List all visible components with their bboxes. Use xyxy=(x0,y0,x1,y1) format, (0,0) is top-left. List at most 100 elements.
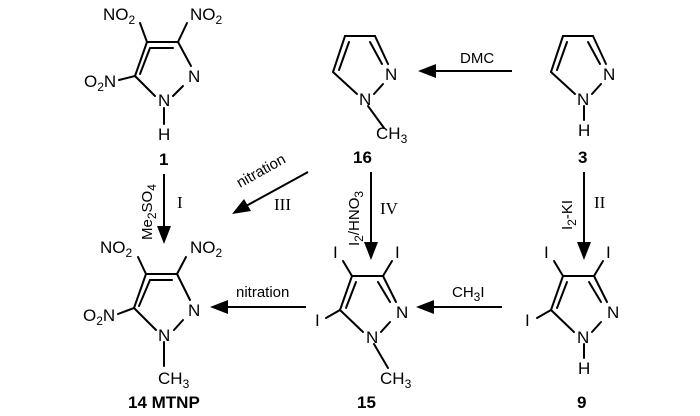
bond xyxy=(550,35,564,73)
bond xyxy=(591,83,602,95)
compound-16: N N CH3 16 xyxy=(332,35,408,167)
atom-n: N xyxy=(188,67,200,86)
bond xyxy=(176,256,187,275)
arrow-step-ii: I2-KI II xyxy=(559,172,606,260)
bond xyxy=(139,22,148,43)
arrow-ch3i: CH3I xyxy=(416,284,502,314)
atom-n: N xyxy=(158,91,170,110)
reagent-label: Me2SO4 xyxy=(139,184,159,240)
bond xyxy=(550,71,576,95)
step-label: II xyxy=(594,193,606,212)
arrow-head xyxy=(157,226,171,244)
compound-number-15: 15 xyxy=(357,393,376,412)
atom-h: H xyxy=(578,359,590,378)
compound-3: N N H 3 xyxy=(550,35,615,167)
compound-number-16: 16 xyxy=(353,148,372,167)
bond xyxy=(332,71,358,95)
step-label: III xyxy=(274,195,291,214)
atom-n: N xyxy=(188,301,200,320)
bond xyxy=(342,260,353,277)
bond xyxy=(133,273,147,309)
bond xyxy=(377,281,391,303)
atom-n: N xyxy=(603,65,615,84)
atom-n: N xyxy=(577,90,589,109)
nitro-group: O2N xyxy=(83,306,115,328)
compound-1: NO2 NO2 O2N N N H 1 xyxy=(84,5,223,169)
bond xyxy=(133,307,157,331)
reagent-label: CH3I xyxy=(452,284,485,304)
bond xyxy=(556,41,568,71)
bond xyxy=(373,343,389,369)
bond xyxy=(367,105,385,129)
methyl-group: CH3 xyxy=(376,124,408,146)
bond xyxy=(373,83,384,95)
reagent-label: DMC xyxy=(460,50,494,67)
bond xyxy=(172,85,184,97)
bond xyxy=(138,279,151,307)
bond xyxy=(382,275,397,303)
compound-number-3: 3 xyxy=(578,148,587,167)
atom-h: H xyxy=(158,125,170,144)
bond xyxy=(550,309,575,333)
bond xyxy=(173,319,184,331)
compound-15: I I I N N CH3 15 xyxy=(315,243,412,412)
atom-h: H xyxy=(578,121,590,140)
arrow-dmc: DMC xyxy=(418,50,512,78)
reagent-label: nitration xyxy=(234,151,289,192)
atom-n: N xyxy=(577,328,589,347)
arrow-step-iv: I2/HNO3 IV xyxy=(346,172,399,260)
compound-14: NO2 NO2 O2N N N CH3 14 MTNP xyxy=(83,238,223,412)
bond xyxy=(134,75,156,97)
nitro-group: NO2 xyxy=(190,238,223,260)
bond xyxy=(587,41,601,65)
bond xyxy=(593,275,608,303)
bond xyxy=(369,41,383,65)
arrow-step-i: Me2SO4 I xyxy=(139,174,183,244)
bond xyxy=(550,275,564,311)
iodine-atom: I xyxy=(525,311,530,330)
atom-n: N xyxy=(385,65,397,84)
methyl-group: CH3 xyxy=(380,369,412,391)
atom-n: N xyxy=(396,303,408,322)
bond xyxy=(382,260,393,277)
compound-9: I I I N N H 9 xyxy=(525,243,619,412)
bond xyxy=(177,22,188,43)
bond xyxy=(332,35,346,73)
bond xyxy=(177,41,192,67)
atom-n: N xyxy=(359,90,371,109)
arrow-shaft xyxy=(245,171,309,207)
atom-n: N xyxy=(607,303,619,322)
bond xyxy=(593,260,604,277)
bond xyxy=(591,321,602,333)
methyl-group: CH3 xyxy=(158,369,190,391)
arrow-head xyxy=(364,242,378,260)
bond xyxy=(553,260,564,277)
nitro-group: NO2 xyxy=(103,5,136,27)
arrow-head xyxy=(577,242,591,260)
iodine-atom: I xyxy=(395,243,400,262)
iodine-atom: I xyxy=(315,311,320,330)
arrow-head xyxy=(416,300,434,314)
atom-n: N xyxy=(158,326,170,345)
reagent-label: nitration xyxy=(236,284,289,301)
bond xyxy=(592,35,607,65)
compound-number-9: 9 xyxy=(577,393,586,412)
arrow-head xyxy=(418,64,436,78)
step-label: I xyxy=(177,193,183,212)
compound-number-1: 1 xyxy=(159,150,168,169)
bond xyxy=(339,309,364,333)
iodine-atom: I xyxy=(544,243,549,262)
step-label: IV xyxy=(380,199,399,218)
bond xyxy=(139,47,151,75)
iodine-atom: I xyxy=(606,243,611,262)
bond xyxy=(374,35,389,65)
bond xyxy=(339,275,353,311)
bond xyxy=(588,281,602,303)
arrow-head xyxy=(232,199,251,214)
nitro-group: NO2 xyxy=(190,5,223,27)
bond xyxy=(338,41,350,71)
bond xyxy=(118,75,136,81)
nitro-group: O2N xyxy=(84,72,116,94)
reagent-label: I2-KI xyxy=(559,200,579,230)
bond xyxy=(137,256,147,275)
